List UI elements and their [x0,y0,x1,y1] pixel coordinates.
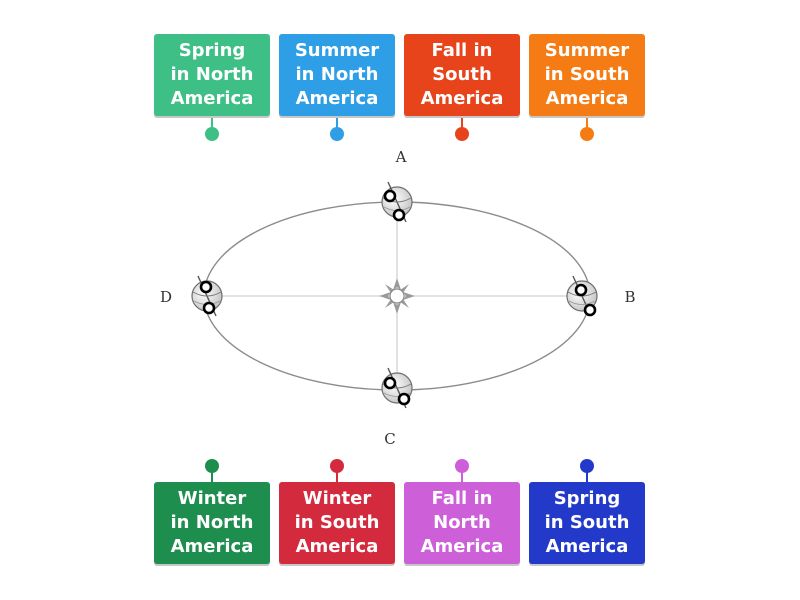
tile-pin[interactable] [330,459,344,473]
tile-winter-south-america[interactable]: Winter in South America [279,482,395,564]
tile-connector [461,118,463,130]
drop-target-d-upper[interactable] [199,280,213,294]
drop-target-d-lower[interactable] [202,301,216,315]
tile-fall-north-america[interactable]: Fall in North America [404,482,520,564]
tile-label: Summer in North America [294,40,380,109]
tile-label: Fall in North America [420,488,504,557]
tile-pin[interactable] [580,127,594,141]
tile-pin[interactable] [455,459,469,473]
tile-label: Fall in South America [420,40,504,109]
drop-target-b-upper[interactable] [574,283,588,297]
tile-label: Winter in South America [294,488,380,557]
tile-connector [461,470,463,482]
tile-connector [586,470,588,482]
tile-pin[interactable] [205,127,219,141]
tile-winter-north-america[interactable]: Winter in North America [154,482,270,564]
tile-connector [211,118,213,130]
orbit-diagram: A B C D [160,148,636,448]
tile-label: Winter in North America [170,488,254,557]
tile-connector [586,118,588,130]
position-label-c: C [384,430,395,448]
tile-pin[interactable] [580,459,594,473]
tile-pin[interactable] [205,459,219,473]
drop-target-c-upper[interactable] [383,376,397,390]
tile-label: Spring in North America [170,40,254,109]
tile-spring-south-america[interactable]: Spring in South America [529,482,645,564]
tile-spring-north-america[interactable]: Spring in North America [154,34,270,116]
tile-pin[interactable] [455,127,469,141]
position-label-d: D [160,288,172,306]
drop-target-b-lower[interactable] [583,303,597,317]
tile-connector [211,470,213,482]
tile-summer-south-america[interactable]: Summer in South America [529,34,645,116]
tile-label: Summer in South America [544,40,630,109]
position-label-a: A [395,148,407,166]
tile-pin[interactable] [330,127,344,141]
drop-target-c-lower[interactable] [397,392,411,406]
drop-target-a-upper[interactable] [383,189,397,203]
tile-summer-north-america[interactable]: Summer in North America [279,34,395,116]
tile-connector [336,470,338,482]
tile-label: Spring in South America [544,488,630,557]
tile-connector [336,118,338,130]
tile-fall-south-america[interactable]: Fall in South America [404,34,520,116]
drop-target-a-lower[interactable] [392,208,406,222]
sun-icon [379,278,415,314]
position-label-b: B [624,288,635,306]
